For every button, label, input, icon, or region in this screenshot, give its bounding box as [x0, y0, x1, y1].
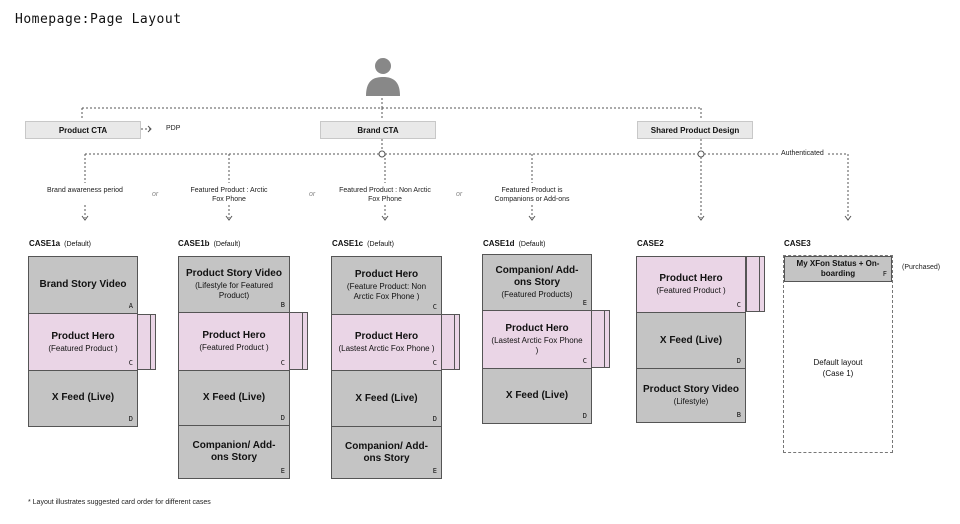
case1a-label: CASE1a(Default) [29, 239, 91, 248]
case1d-label: CASE1d(Default) [483, 239, 546, 248]
x-feed-card: X Feed (Live) D [179, 371, 289, 426]
case1b-label: CASE1b(Default) [178, 239, 241, 248]
case1a-stack: Brand Story Video A Product Hero (Featur… [28, 256, 138, 427]
default-layout-card: Default layout (Case 1) [784, 282, 892, 452]
person-silhouette-icon [366, 58, 400, 96]
product-cta-box: Product CTA [25, 121, 141, 139]
case3-stack: My XFon Status + On-boarding F Default l… [783, 255, 893, 453]
case1c-stack: Product Hero (Feature Product: Non Arcti… [331, 256, 442, 479]
brand-cta-box: Brand CTA [320, 121, 436, 139]
condition-companions: Featured Product is Companions or Add-on… [494, 187, 570, 203]
companion-addons-card: Companion/ Add-ons Story E [179, 426, 289, 478]
product-story-video-card: Product Story Video (Lifestyle for Featu… [179, 257, 289, 313]
product-hero-card: Product Hero (Lastest Arctic Fox Phone )… [332, 315, 441, 371]
product-hero-card: Product Hero (Featured Product ) C [637, 257, 745, 313]
x-feed-card: X Feed (Live) D [483, 369, 591, 423]
footnote: * Layout illustrates suggested card orde… [28, 499, 211, 506]
purchased-label: (Purchased) [902, 264, 941, 271]
product-hero-card: Product Hero (Featured Product ) C [29, 314, 137, 371]
product-story-video-card: Product Story Video (Lifestyle) B [637, 369, 745, 422]
authenticated-label: Authenticated [779, 150, 826, 157]
page-title: Homepage:Page Layout [15, 12, 182, 27]
stack-shadow [289, 312, 303, 370]
condition-non-arctic-fox: Featured Product : Non Arctic Fox Phone [339, 187, 431, 203]
case1d-stack: Companion/ Add-ons Story (Featured Produ… [482, 254, 592, 424]
or-label-2: or [309, 191, 316, 198]
condition-arctic-fox: Featured Product : Arctic Fox Phone [190, 187, 268, 203]
pdp-label: PDP [166, 125, 181, 132]
stack-shadow [746, 256, 760, 312]
product-hero-card: Product Hero (Feature Product: Non Arcti… [332, 257, 441, 315]
or-label-3: or [456, 191, 463, 198]
stack-shadow [441, 314, 455, 370]
my-xfon-status-card: My XFon Status + On-boarding F [784, 256, 892, 282]
brand-story-video-card: Brand Story Video A [29, 257, 137, 315]
stack-shadow [137, 314, 151, 370]
case2-label: CASE2 [637, 239, 664, 248]
x-feed-card: X Feed (Live) D [29, 370, 137, 427]
product-hero-card: Product Hero (Featured Product ) C [179, 313, 289, 371]
condition-brand-awareness: Brand awareness period [47, 187, 123, 194]
x-feed-card: X Feed (Live) D [637, 313, 745, 369]
companion-addons-card: Companion/ Add-ons Story (Featured Produ… [483, 255, 591, 311]
x-feed-card: X Feed (Live) D [332, 371, 441, 427]
companion-addons-card: Companion/ Add-ons Story E [332, 427, 441, 478]
stack-shadow [591, 310, 605, 368]
case1b-stack: Product Story Video (Lifestyle for Featu… [178, 256, 290, 479]
product-hero-card: Product Hero (Lastest Arctic Fox Phone )… [483, 311, 591, 369]
case3-label: CASE3 [784, 239, 811, 248]
case2-stack: Product Hero (Featured Product ) C X Fee… [636, 256, 746, 423]
shared-product-design-box: Shared Product Design [637, 121, 753, 139]
case1c-label: CASE1c(Default) [332, 239, 394, 248]
or-label-1: or [152, 191, 159, 198]
